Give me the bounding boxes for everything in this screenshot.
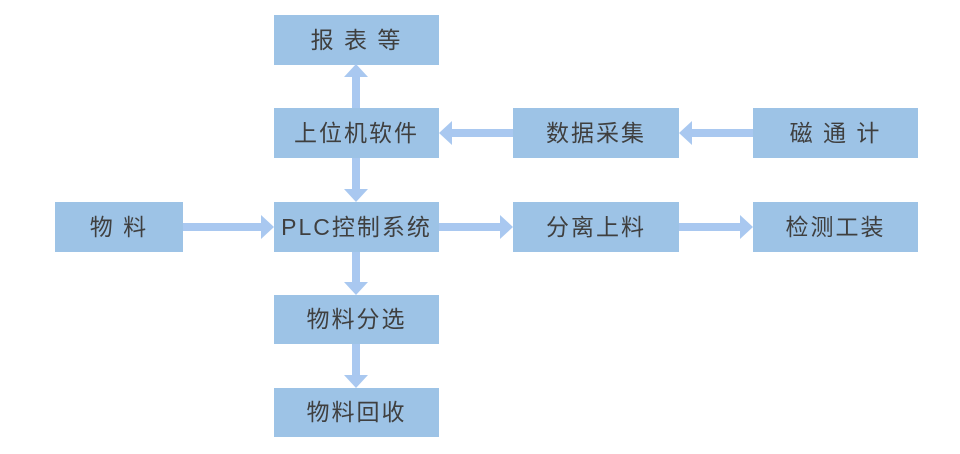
node-plc-control-system-label: PLC控制系统	[281, 213, 432, 240]
arrowhead-left-icon	[679, 121, 692, 145]
arrowhead-down-icon	[344, 375, 368, 388]
arrow-shaft	[439, 223, 501, 231]
node-material-label: 物 料	[89, 213, 149, 240]
arrowhead-right-icon	[261, 215, 274, 239]
node-separation-feeding: 分离上料	[513, 202, 679, 252]
node-test-fixture-label: 检测工装	[785, 213, 886, 240]
node-data-acquisition: 数据采集	[513, 108, 679, 158]
node-separation-feeding-label: 分离上料	[546, 213, 646, 240]
arrow-shaft	[352, 344, 360, 376]
node-test-fixture: 检测工装	[753, 202, 918, 252]
arrow-shaft	[352, 76, 360, 108]
arrow-shaft	[679, 223, 741, 231]
arrowhead-right-icon	[500, 215, 513, 239]
arrow-shaft	[183, 223, 262, 231]
arrowhead-up-icon	[344, 64, 368, 77]
node-material-recycling: 物料回收	[274, 388, 439, 437]
arrow-shaft	[451, 129, 513, 137]
node-report: 报 表 等	[274, 15, 439, 65]
arrowhead-left-icon	[439, 121, 452, 145]
node-report-label: 报 表 等	[310, 26, 403, 53]
arrow-shaft	[352, 158, 360, 190]
node-fluxmeter-label: 磁 通 计	[789, 119, 882, 146]
node-material: 物 料	[55, 202, 183, 252]
node-plc-control-system: PLC控制系统	[274, 202, 439, 252]
node-fluxmeter: 磁 通 计	[753, 108, 918, 158]
node-data-acquisition-label: 数据采集	[546, 119, 646, 146]
node-material-recycling-label: 物料回收	[306, 399, 407, 425]
arrow-shaft	[691, 129, 753, 137]
node-material-sorting: 物料分选	[274, 295, 439, 344]
arrowhead-down-icon	[344, 282, 368, 295]
arrow-shaft	[352, 252, 360, 283]
arrowhead-right-icon	[740, 215, 753, 239]
node-host-software: 上位机软件	[274, 108, 439, 158]
node-material-sorting-label: 物料分选	[306, 306, 407, 332]
arrowhead-down-icon	[344, 189, 368, 202]
node-host-software-label: 上位机软件	[294, 119, 419, 146]
